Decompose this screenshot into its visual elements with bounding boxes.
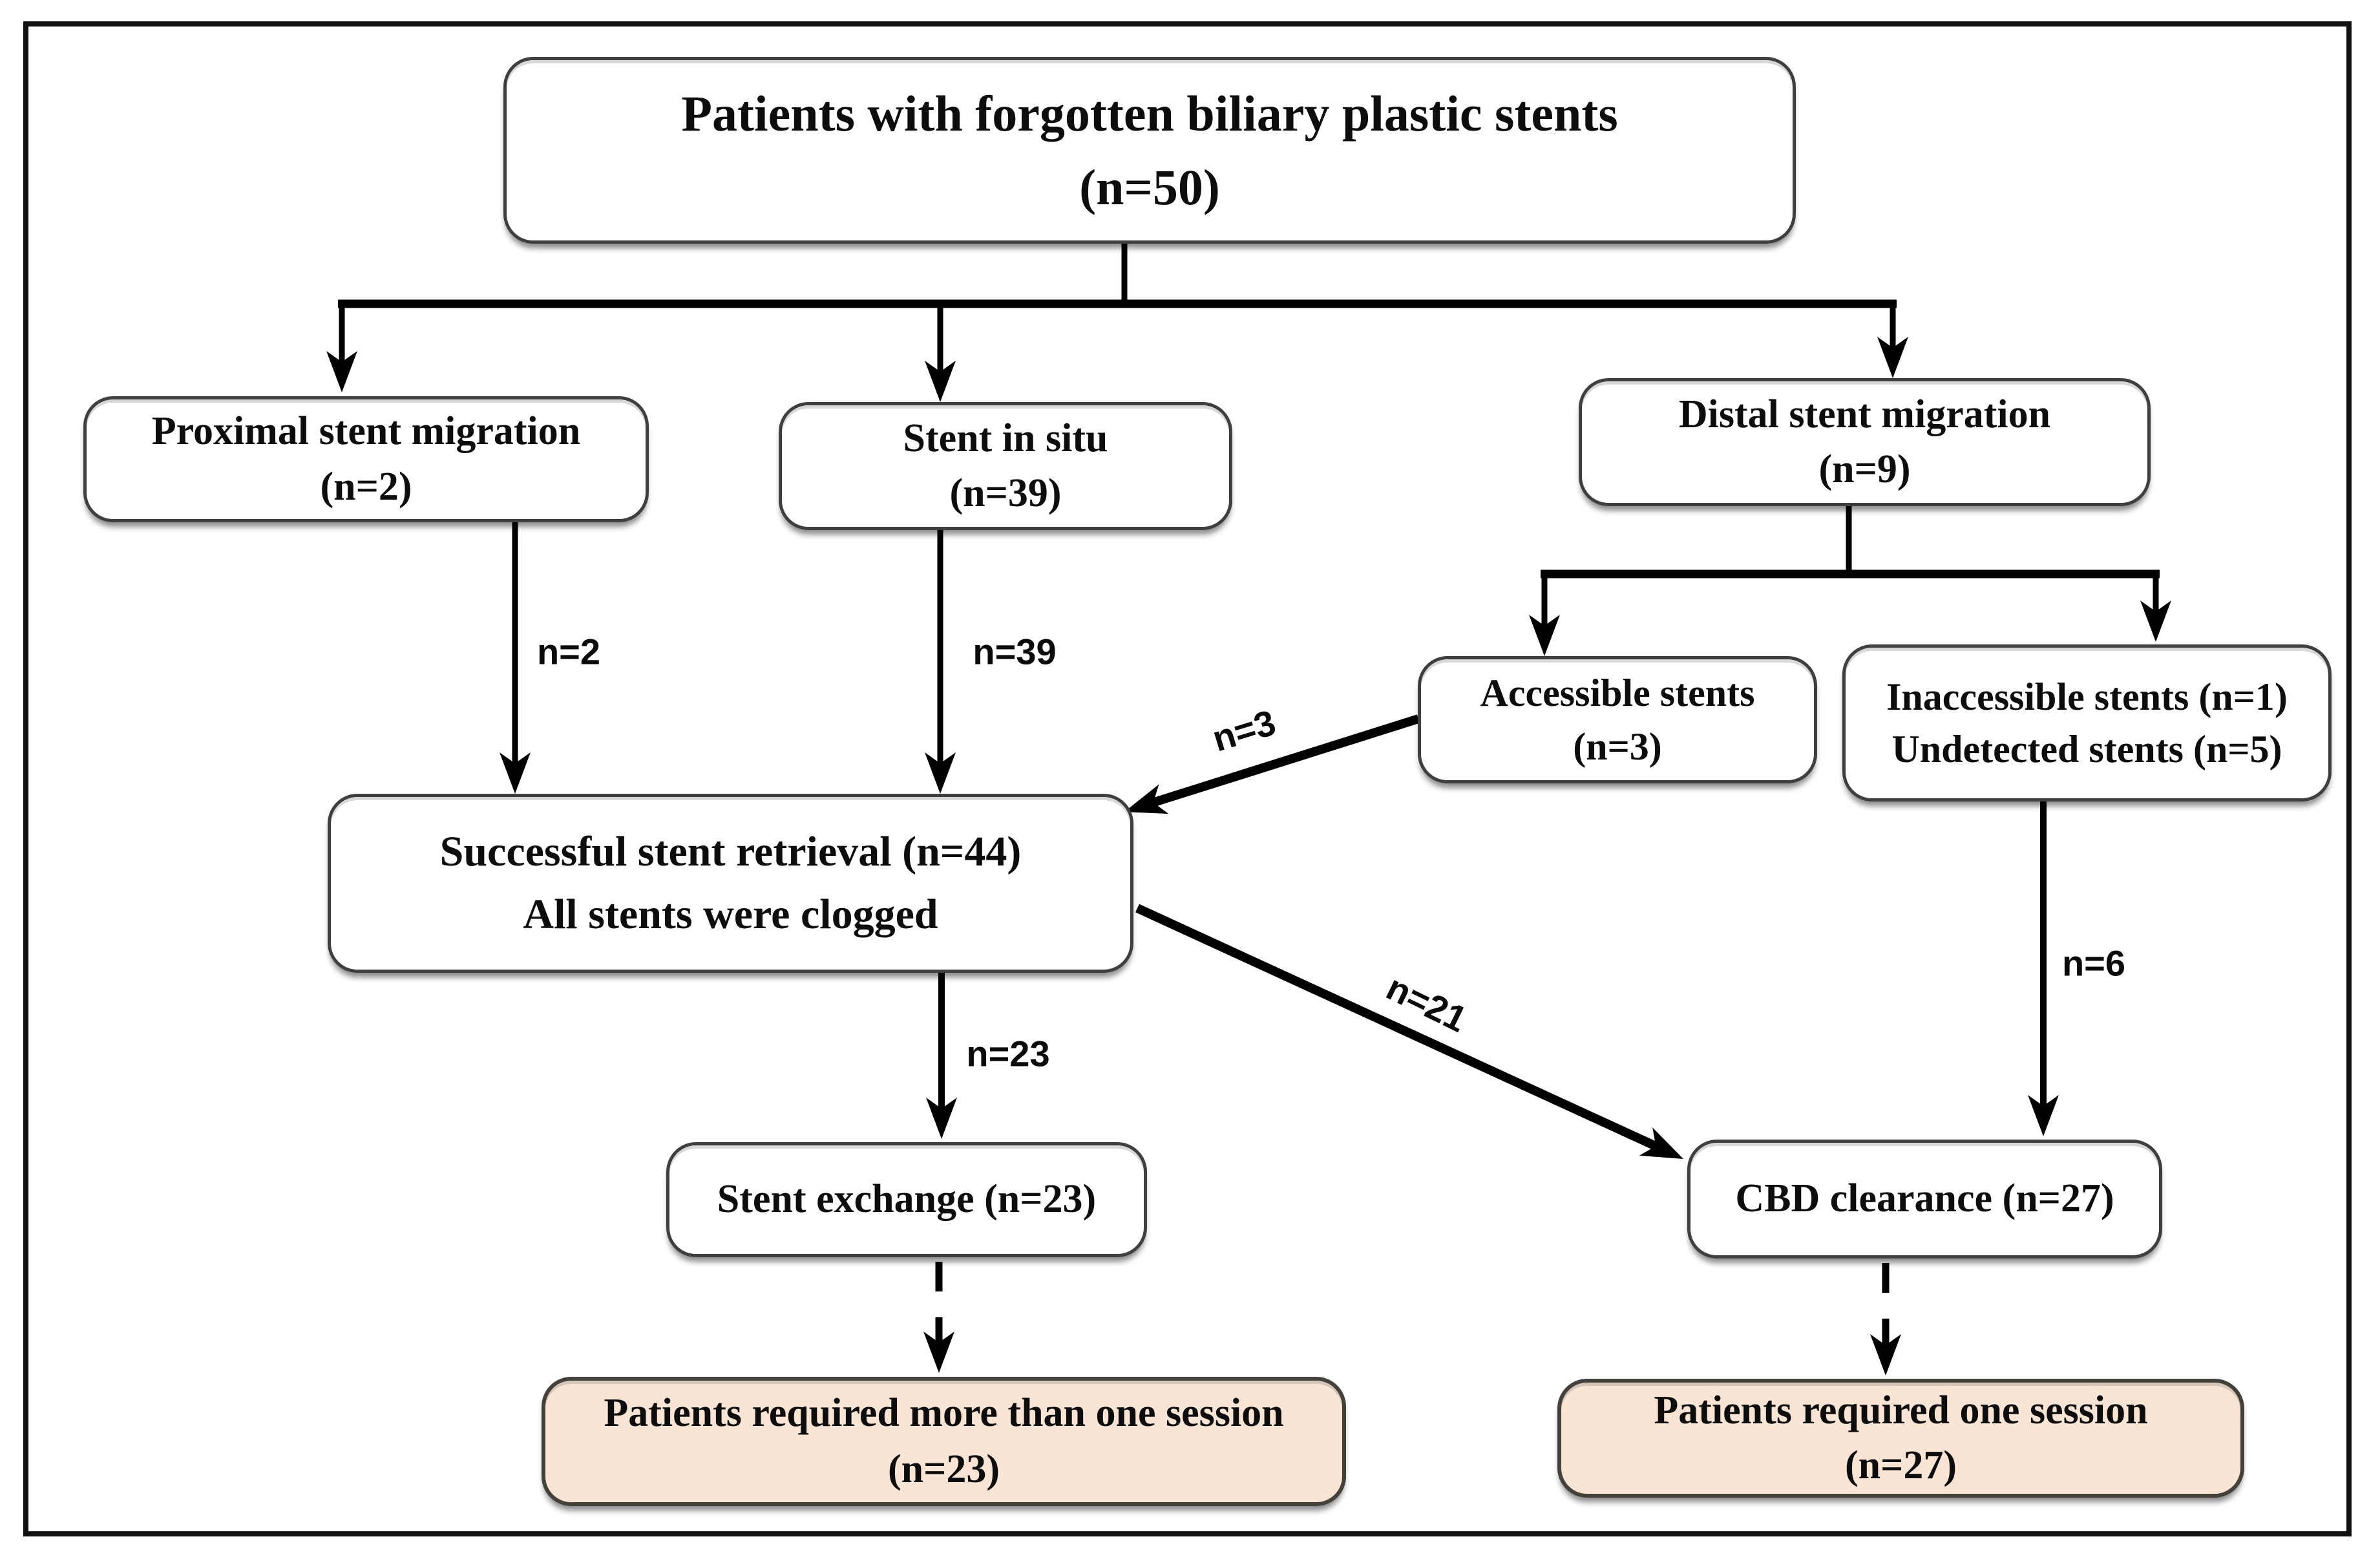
edge-label-n2: n=2 xyxy=(536,631,601,672)
node-inaccessible-line1: Inaccessible stents (n=1) xyxy=(1886,675,2288,718)
node-successful-line2: All stents were clogged xyxy=(523,890,938,938)
arrowhead xyxy=(1877,337,1908,378)
edge-successful-to-cbd xyxy=(1135,904,1659,1151)
node-one-session-line1: Patients required one session xyxy=(1654,1388,2148,1432)
node-successful-retrieval: Successful stent retrieval (n=44) All st… xyxy=(328,794,1133,973)
node-one-session: Patients required one session (n=27) xyxy=(1557,1379,2244,1498)
node-root-line2: (n=50) xyxy=(1079,158,1220,215)
node-one-session-line2: (n=27) xyxy=(1844,1443,1957,1487)
node-cbd-clearance: CBD clearance (n=27) xyxy=(1687,1140,2162,1258)
node-successful-line1: Successful stent retrieval (n=44) xyxy=(439,828,1022,875)
node-multi-session-line2: (n=23) xyxy=(887,1447,1000,1491)
node-stent-in-situ: Stent in situ (n=39) xyxy=(779,402,1232,530)
node-exchange-line1: Stent exchange (n=23) xyxy=(717,1177,1097,1222)
arrowhead xyxy=(926,1098,957,1139)
node-accessible-line2: (n=3) xyxy=(1573,725,1662,768)
node-proximal-line1: Proximal stent migration xyxy=(151,409,581,453)
node-cbd-line1: CBD clearance (n=27) xyxy=(1735,1176,2114,1221)
arrowhead xyxy=(500,752,531,794)
node-inaccessible-stents: Inaccessible stents (n=1) Undetected ste… xyxy=(1842,644,2332,802)
arrowhead xyxy=(1124,784,1169,814)
edge-label-n6: n=6 xyxy=(2061,942,2126,984)
arrowhead xyxy=(925,752,956,794)
edge-accessible-to-successful xyxy=(1150,714,1420,807)
node-accessible-line1: Accessible stents xyxy=(1480,671,1755,714)
node-insitu-line2: (n=39) xyxy=(949,471,1062,515)
node-root: Patients with forgotten biliary plastic … xyxy=(503,57,1796,244)
arrowhead xyxy=(2028,1095,2059,1136)
node-stent-exchange: Stent exchange (n=23) xyxy=(666,1142,1147,1257)
node-multi-session: Patients required more than one session … xyxy=(542,1377,1346,1506)
node-inaccessible-line2: Undetected stents (n=5) xyxy=(1891,727,2282,770)
node-proximal-migration: Proximal stent migration (n=2) xyxy=(83,396,649,522)
edge-label-n23: n=23 xyxy=(966,1033,1050,1074)
arrowhead xyxy=(1529,615,1560,656)
node-root-line1: Patients with forgotten biliary plastic … xyxy=(681,85,1618,142)
arrowhead xyxy=(1639,1127,1683,1159)
arrowhead xyxy=(923,1332,954,1373)
arrowhead xyxy=(925,361,956,402)
node-insitu-line1: Stent in situ xyxy=(903,416,1108,460)
node-distal-line2: (n=9) xyxy=(1818,447,1911,491)
node-multi-session-line1: Patients required more than one session xyxy=(604,1390,1284,1435)
node-distal-line1: Distal stent migration xyxy=(1678,392,2051,436)
arrowhead xyxy=(2140,600,2171,642)
arrowhead xyxy=(1870,1334,1901,1375)
node-accessible-stents: Accessible stents (n=3) xyxy=(1418,656,1817,783)
node-proximal-line2: (n=2) xyxy=(320,464,412,509)
node-distal-migration: Distal stent migration (n=9) xyxy=(1579,378,2151,506)
arrowhead xyxy=(326,351,357,392)
edge-label-n39: n=39 xyxy=(973,631,1057,672)
